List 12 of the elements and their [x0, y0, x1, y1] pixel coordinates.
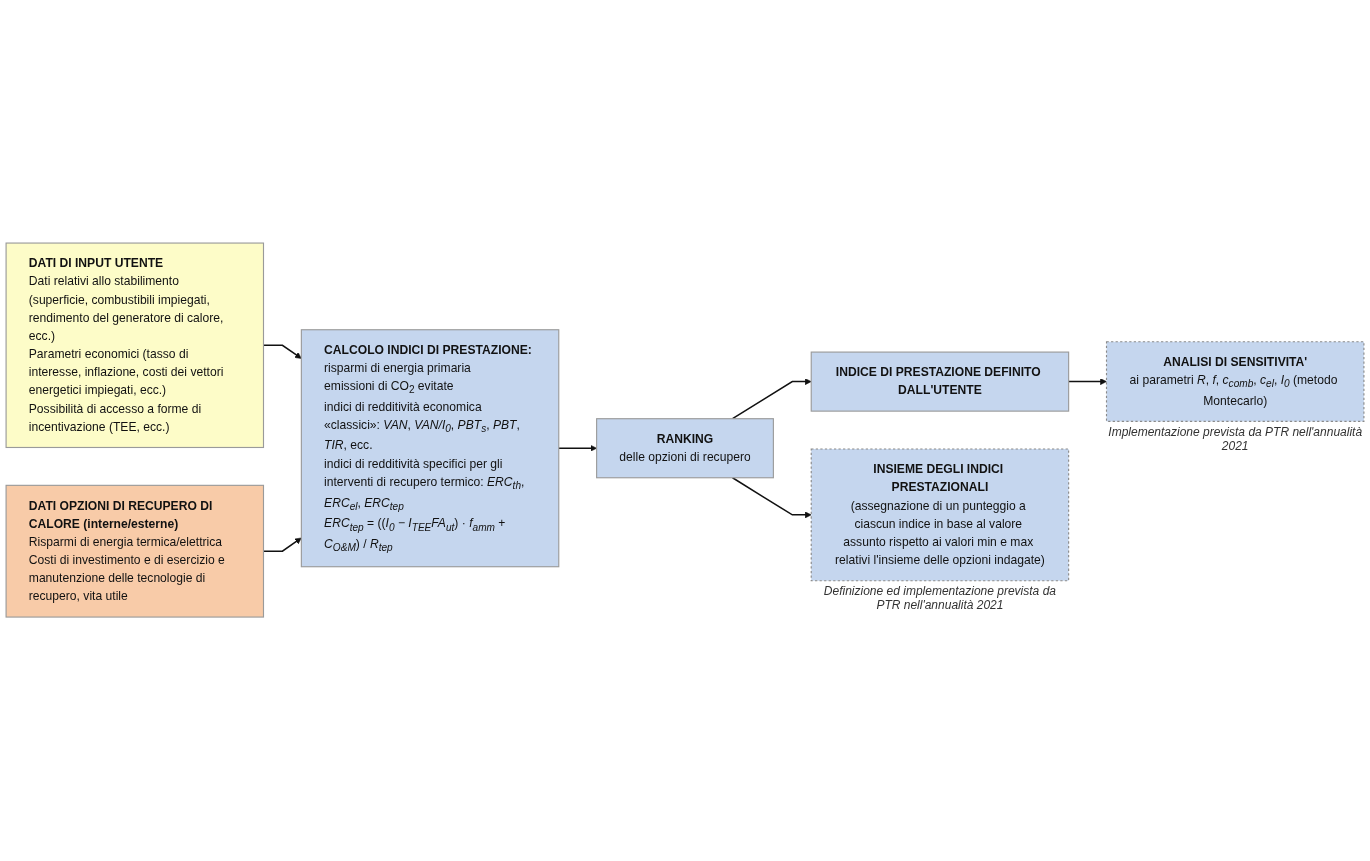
node-box: INDICE DI PRESTAZIONE DEFINITO DALL'UTENTE: [810, 351, 1070, 413]
node-box: DATI DI INPUT UTENTE Dati relativi allo stabilimento (superficie, combustibili impiegati, rendimento del generatore di calore, ecc.) Parametri economici (tasso di interesse, inflazione, costi dei vettori energetici impiegati, ecc.) Possibilità di accesso a forme di incentivazione (TEE, ecc.): [5, 242, 265, 449]
node-box: CALCOLO INDICI DI PRESTAZIONE: risparmi di energia primaria emissioni di CO$_{2}$ evitate indici di redditività economica «classici»: VAN, VAN/I$_{0}$, PBT$_{s}$, PBT, TIR, ecc. indici di redditività specifici per gli interventi di recupero termico: ERC$_{th}$, ERC$_{el}$, ERC$_{tep}$ ERC$_{tep}$ = ((I$_{0}$ − I$_{TEE}$FA$_{ut}$) · f$_{amm}$ + C$_{O&M}$) / R$_{tep}$: [300, 329, 560, 568]
arrow: [558, 445, 597, 452]
arrow: [731, 477, 812, 519]
node-box: ANALISI DI SENSITIVITA' ai parametri R, f, c$_{comb}$, c$_{el}$, I$_{0}$ (metodo Montecarlo): [1105, 341, 1365, 423]
note-text: Definizione ed implementazione prevista da PTR nell'annualità 2021: [822, 584, 1057, 613]
arrow: [731, 378, 812, 420]
node-box: DATI OPZIONI DI RECUPERO DI CALORE (interne/esterne) Risparmi di energia termica/elettrica Costi di investimento e di esercizio e manutenzione delle tecnologie di recupero, vita utile: [5, 485, 265, 619]
node-box: RANKING delle opzioni di recupero: [596, 418, 774, 479]
node-box: INSIEME DEGLI INDICI PRESTAZIONALI (assegnazione di un punteggio a ciascun indice in base al valore assunto rispetto ai valori min e max relativi l'insieme delle opzioni indagate): [810, 448, 1070, 582]
note-text: Implementazione prevista da PTR nell'annualità 2021: [1107, 424, 1364, 453]
